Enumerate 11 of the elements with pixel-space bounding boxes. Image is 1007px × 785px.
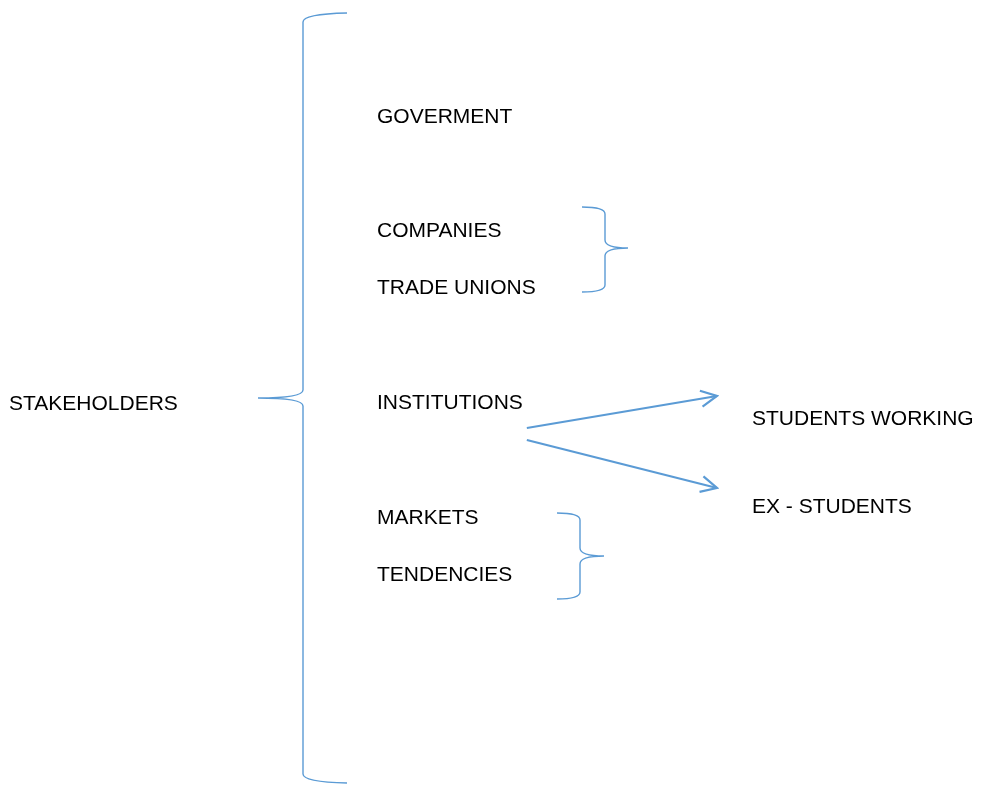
node-label: TRADE UNIONS (377, 274, 536, 300)
node-label: EX - STUDENTS (752, 493, 912, 519)
node-label: COMPANIES (377, 217, 502, 243)
node-label: TENDENCIES (377, 561, 513, 587)
node-label: STUDENTS WORKING (752, 405, 974, 431)
arrow (526, 438, 719, 493)
node-label: STAKEHOLDERS (9, 390, 178, 416)
node-label: GOVERMENT (377, 103, 513, 129)
node-label: INSTITUTIONS (377, 389, 523, 415)
arrow (526, 389, 719, 430)
node-label: MARKETS (377, 504, 479, 530)
